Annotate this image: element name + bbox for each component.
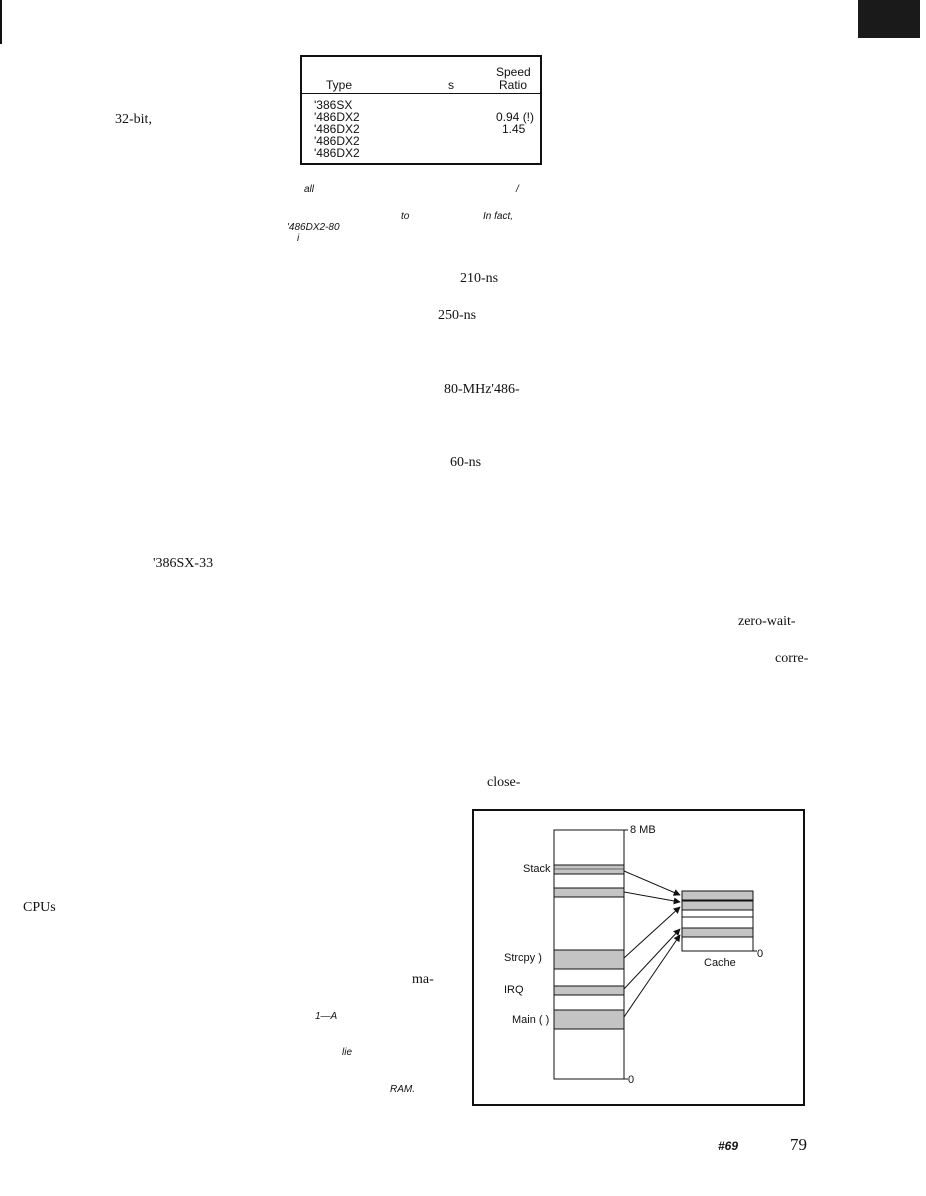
memory-cache-diagram <box>553 829 757 1080</box>
text-fragment: '386SX-33 <box>153 556 214 571</box>
row-ratio: 0.94 (!) <box>496 110 535 124</box>
margin-bar <box>0 0 2 44</box>
text-fragment: 1—A <box>315 1011 338 1022</box>
text-fragment: 250-ns <box>438 308 477 323</box>
mapping-arrow <box>623 870 681 896</box>
col-header-speed: Speed <box>496 65 531 79</box>
mapping-arrow <box>623 906 681 959</box>
col-header-ratio: Ratio <box>499 78 528 92</box>
text-fragment: In fact, <box>483 211 514 222</box>
row-type: '486DX2 <box>314 110 360 124</box>
mapping-arrow <box>623 891 681 905</box>
text-fragment: to <box>401 211 410 222</box>
text-fragment: 80-MHz'486- <box>444 382 520 397</box>
header-rule <box>302 93 540 94</box>
mapping-arrow <box>623 934 681 1018</box>
text-fragment: / <box>516 184 519 195</box>
text-fragment: lie <box>342 1047 353 1058</box>
label-cache: Cache <box>704 957 736 969</box>
label-8mb: 8 MB <box>630 824 656 836</box>
col-header-type: Type <box>326 78 353 92</box>
memory-cache-figure: 8 MB Stack Strcpy ) IRQ Main ( ) 0 Cache… <box>472 809 805 1106</box>
corner-tab-marker <box>858 0 920 38</box>
text-fragment: ma- <box>412 972 434 987</box>
text-fragment: 32-bit, <box>115 112 152 127</box>
text-fragment: RAM. <box>390 1084 415 1095</box>
text-fragment: CPUs <box>23 900 56 915</box>
text-fragment: close- <box>487 775 521 790</box>
row-type: '486DX2 <box>314 146 360 160</box>
row-ratio: 1.45 <box>502 122 526 136</box>
label-stack: Stack <box>523 863 551 875</box>
cache-line <box>681 890 754 901</box>
memory-block-stack-lower <box>553 887 625 898</box>
label-irq: IRQ <box>504 984 524 996</box>
row-type: '386SX <box>314 98 353 112</box>
text-fragment: corre- <box>775 651 809 666</box>
cache-line <box>681 927 754 938</box>
label-memory-zero: 0 <box>628 1074 635 1086</box>
col-header-s: s <box>448 78 454 92</box>
text-fragment: '486DX2-80 <box>287 222 340 233</box>
text-fragment: 60-ns <box>450 455 482 470</box>
text-fragment: 210-ns <box>460 271 499 286</box>
issue-number: #69 <box>718 1139 739 1153</box>
text-fragment: zero-wait- <box>738 614 796 629</box>
label-main: Main ( ) <box>512 1014 550 1026</box>
label-strcpy: Strcpy ) <box>504 952 542 964</box>
text-fragment: all <box>304 184 315 195</box>
cpu-speed-table: Speed Type s Ratio '386SX '486DX2 '486DX… <box>300 55 542 165</box>
mapping-arrow <box>623 928 681 990</box>
memory-block-stack <box>553 864 625 875</box>
text-fragment: i <box>297 233 300 244</box>
memory-block-strcpy <box>553 949 625 970</box>
row-type: '486DX2 <box>314 134 360 148</box>
memory-block-irq <box>553 985 625 996</box>
memory-block-main <box>553 1009 625 1030</box>
row-type: '486DX2 <box>314 122 360 136</box>
cache-line <box>681 900 754 911</box>
page-number: 79 <box>790 1135 807 1154</box>
label-cache-zero: 0 <box>757 948 764 960</box>
